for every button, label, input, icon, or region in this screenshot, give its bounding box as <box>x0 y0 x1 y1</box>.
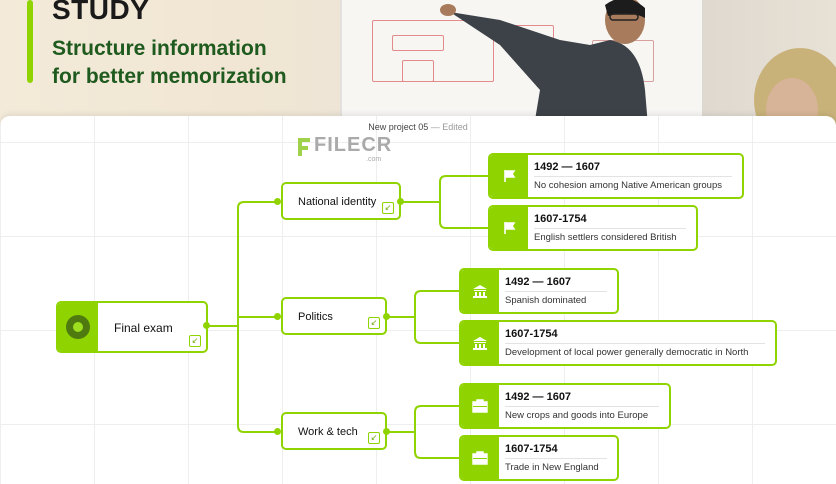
government-building-icon <box>461 270 499 312</box>
watermark-logo-icon <box>298 138 310 156</box>
leaf-divider <box>505 458 607 459</box>
expand-node-icon[interactable]: ↙ <box>368 317 380 329</box>
leaf-divider <box>505 343 765 344</box>
leaf-period: 1492 — 1607 <box>505 276 572 288</box>
hero-subtitle: Structure information for better memoriz… <box>52 35 287 91</box>
leaf-node[interactable]: 1607-1754 English settlers considered Br… <box>488 205 698 251</box>
branch-node-politics[interactable]: Politics ↙ <box>281 297 387 335</box>
leaf-node[interactable]: 1607-1754 Trade in New England <box>459 435 619 481</box>
presenter-photo <box>440 0 650 150</box>
connector-handle[interactable] <box>203 322 210 329</box>
leaf-description: Spanish dominated <box>505 295 587 306</box>
connector-handle[interactable] <box>274 428 281 435</box>
root-node-final-exam[interactable]: Final exam ↙ <box>56 301 208 353</box>
leaf-description: Development of local power generally dem… <box>505 347 749 358</box>
hero-subtitle-line-2: for better memorization <box>52 65 287 88</box>
leaf-description: Trade in New England <box>505 462 599 473</box>
briefcase-icon <box>461 437 499 479</box>
leaf-period: 1607-1754 <box>505 328 558 340</box>
government-building-icon <box>461 322 499 364</box>
document-title[interactable]: New project 05 <box>368 122 429 132</box>
accent-bar <box>27 0 33 83</box>
leaf-node[interactable]: 1492 — 1607 Spanish dominated <box>459 268 619 314</box>
leaf-period: 1607-1754 <box>505 443 558 455</box>
hero-subtitle-line-1: Structure information <box>52 37 267 60</box>
leaf-node[interactable]: 1492 — 1607 No cohesion among Native Ame… <box>488 153 744 199</box>
target-icon <box>66 315 90 339</box>
leaf-node[interactable]: 1607-1754 Development of local power gen… <box>459 320 777 366</box>
leaf-period: 1607-1754 <box>534 213 587 225</box>
leaf-divider <box>534 176 732 177</box>
connector-handle[interactable] <box>397 198 404 205</box>
connector-handle[interactable] <box>274 313 281 320</box>
mindmap-app-window: New project 05 — Edited FILECR .com <box>0 116 836 484</box>
document-status: Edited <box>442 122 468 132</box>
watermark-domain: .com <box>366 156 382 163</box>
leaf-node[interactable]: 1492 — 1607 New crops and goods into Eur… <box>459 383 671 429</box>
leaf-description: New crops and goods into Europe <box>505 410 649 421</box>
connector-handle[interactable] <box>274 198 281 205</box>
mindmap-connectors <box>207 175 490 459</box>
flag-icon <box>490 207 528 249</box>
root-node-label: Final exam <box>114 321 173 335</box>
flag-icon <box>490 155 528 197</box>
leaf-description: English settlers considered British <box>534 232 677 243</box>
briefcase-icon <box>461 385 499 427</box>
hero-title: STUDY <box>52 0 150 25</box>
title-separator: — <box>430 122 440 132</box>
branch-label: National identity <box>298 196 377 208</box>
branch-label: Work & tech <box>298 426 358 438</box>
leaf-divider <box>534 228 686 229</box>
watermark-text: FILECR <box>314 134 393 156</box>
leaf-description: No cohesion among Native American groups <box>534 180 722 191</box>
root-node-cap <box>58 303 98 351</box>
leaf-period: 1492 — 1607 <box>505 391 572 403</box>
expand-node-icon[interactable]: ↙ <box>368 432 380 444</box>
branch-label: Politics <box>298 311 333 323</box>
branch-node-work-tech[interactable]: Work & tech ↙ <box>281 412 387 450</box>
expand-node-icon[interactable]: ↙ <box>189 335 201 347</box>
connector-handle[interactable] <box>383 313 390 320</box>
expand-node-icon[interactable]: ↙ <box>382 202 394 214</box>
document-title-bar: New project 05 — Edited <box>0 122 836 132</box>
leaf-divider <box>505 406 659 407</box>
branch-node-national-identity[interactable]: National identity ↙ <box>281 182 401 220</box>
connector-handle[interactable] <box>383 428 390 435</box>
leaf-divider <box>505 291 607 292</box>
leaf-period: 1492 — 1607 <box>534 161 601 173</box>
